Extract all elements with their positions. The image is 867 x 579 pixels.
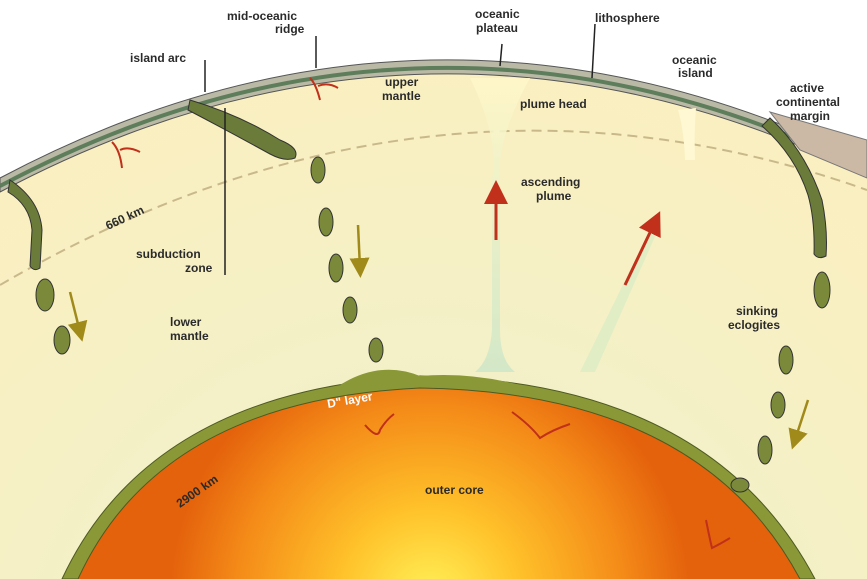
label-lower-mantle-1: lower (170, 315, 202, 329)
label-sinking-eclogites-1: sinking (736, 304, 778, 318)
slab-fragment (758, 436, 772, 464)
label-mid-oceanic-ridge-2: ridge (275, 22, 305, 36)
slab-fragment (343, 297, 357, 323)
label-oceanic-island-2: island (678, 66, 713, 80)
slab-fragment (54, 326, 70, 354)
label-subduction-zone-2: zone (185, 261, 213, 275)
slab-fragment (36, 279, 54, 311)
label-ascending-plume-2: plume (536, 189, 572, 203)
label-active-margin-3: margin (790, 109, 830, 123)
label-outer-core: outer core (425, 483, 484, 497)
slab-fragment (319, 208, 333, 236)
label-lower-mantle-2: mantle (170, 329, 209, 343)
label-sinking-eclogites-2: eclogites (728, 318, 780, 332)
slab-fragment (771, 392, 785, 418)
label-active-margin-2: continental (776, 95, 840, 109)
label-oceanic-island-1: oceanic (672, 53, 717, 67)
slab-fragment (329, 254, 343, 282)
label-upper-mantle-2: mantle (382, 89, 421, 103)
slab-fragment (814, 272, 830, 308)
label-oceanic-plateau-1: oceanic (475, 7, 520, 21)
slab-fragment (369, 338, 383, 362)
slab-fragment (779, 346, 793, 374)
label-subduction-zone-1: subduction (136, 247, 201, 261)
label-island-arc: island arc (130, 51, 186, 65)
label-active-margin-1: active (790, 81, 824, 95)
label-plume-head: plume head (520, 97, 587, 111)
label-upper-mantle-1: upper (385, 75, 419, 89)
label-mid-oceanic-ridge-1: mid-oceanic (227, 9, 297, 23)
slab-fragment (311, 157, 325, 183)
label-oceanic-plateau-2: plateau (476, 21, 518, 35)
label-ascending-plume-1: ascending (521, 175, 580, 189)
label-lithosphere: lithosphere (595, 11, 660, 25)
slab-fragment (731, 478, 749, 492)
